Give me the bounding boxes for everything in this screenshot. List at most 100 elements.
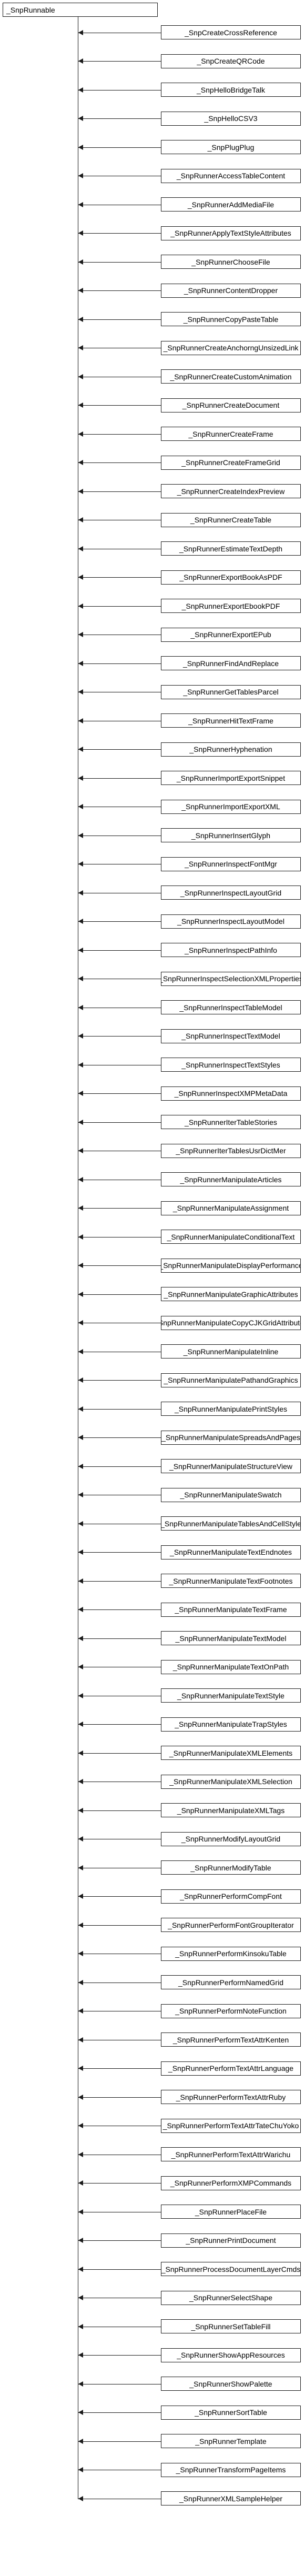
- derived-class-node[interactable]: _SnpRunnerManipulateXMLSelection: [161, 1774, 301, 1789]
- derived-class-node[interactable]: _SnpRunnerManipulateXMLTags: [161, 1803, 301, 1817]
- derived-class-node[interactable]: _SnpRunnerInspectLayoutGrid: [161, 886, 301, 900]
- derived-class-node[interactable]: _SnpRunnerCreateCustomAnimation: [161, 369, 301, 384]
- derived-class-node[interactable]: _SnpRunnerAddMediaFile: [161, 197, 301, 212]
- derived-class-node[interactable]: _SnpRunnerManipulateTrapStyles: [161, 1717, 301, 1732]
- derived-class-node[interactable]: _SnpRunnerSelectShape: [161, 2290, 301, 2305]
- derived-class-node[interactable]: _SnpRunnerPerformTextAttrWarichu: [161, 2147, 301, 2161]
- inheritance-branch-line: [78, 2412, 161, 2413]
- derived-class-node[interactable]: _SnpRunnerManipulateTextStyle: [161, 1688, 301, 1703]
- derived-class-node[interactable]: _SnpRunnerManipulateConditionalText: [161, 1230, 301, 1244]
- derived-class-node[interactable]: _SnpRunnerInspectTextModel: [161, 1029, 301, 1043]
- derived-class-node[interactable]: _SnpRunnerTransformPageItems: [161, 2462, 301, 2477]
- derived-class-node[interactable]: _SnpRunnerInsertGlyph: [161, 828, 301, 842]
- root-class-node[interactable]: _SnpRunnable: [3, 3, 158, 17]
- derived-class-node[interactable]: _SnpRunnerManipulateSwatch: [161, 1487, 301, 1502]
- derived-class-node[interactable]: _SnpRunnerPerformCompFont: [161, 1889, 301, 1904]
- derived-class-node[interactable]: _SnpRunnerManipulatePathandGraphics: [161, 1373, 301, 1387]
- derived-class-node[interactable]: _SnpRunnerSortTable: [161, 2405, 301, 2420]
- derived-class-node[interactable]: _SnpRunnerManipulateXMLElements: [161, 1746, 301, 1760]
- derived-class-node[interactable]: _SnpRunnerInspectLayoutModel: [161, 914, 301, 929]
- derived-class-node[interactable]: _SnpRunnerCopyPasteTable: [161, 312, 301, 326]
- derived-class-node[interactable]: _SnpRunnerManipulateTextFootnotes: [161, 1574, 301, 1588]
- derived-class-node[interactable]: _SnpRunnerInspectSelectionXMLProperties: [161, 971, 301, 986]
- derived-class-node[interactable]: _SnpRunnerPrintDocument: [161, 2233, 301, 2248]
- derived-class-node[interactable]: _SnpHelloBridgeTalk: [161, 83, 301, 97]
- derived-class-node[interactable]: _SnpRunnerModifyTable: [161, 1860, 301, 1875]
- derived-class-node[interactable]: _SnpPlugPlug: [161, 140, 301, 154]
- derived-class-label: _SnpRunnerShowAppResources: [177, 2351, 285, 2359]
- derived-class-node[interactable]: _SnpRunnerExportBookAsPDF: [161, 570, 301, 585]
- derived-class-node[interactable]: _SnpRunnerManipulateGraphicAttributes: [161, 1287, 301, 1301]
- derived-class-node[interactable]: _SnpRunnerModifyLayoutGrid: [161, 1832, 301, 1846]
- derived-class-node[interactable]: _SnpRunnerPerformTextAttrTateChuYoko: [161, 2118, 301, 2133]
- derived-class-node[interactable]: _SnpRunnerFindAndReplace: [161, 656, 301, 670]
- derived-class-node[interactable]: _SnpRunnerPerformNoteFunction: [161, 2004, 301, 2018]
- derived-class-node[interactable]: _SnpRunnerIterTablesUsrDictMer: [161, 1143, 301, 1158]
- derived-class-node[interactable]: _SnpRunnerManipulateTextModel: [161, 1631, 301, 1645]
- derived-class-node[interactable]: _SnpRunnerManipulateTextFrame: [161, 1602, 301, 1617]
- derived-class-node[interactable]: _SnpRunnerInspectXMPMetaData: [161, 1086, 301, 1101]
- derived-class-node[interactable]: _SnpRunnerShowPalette: [161, 2377, 301, 2391]
- derived-class-label: _SnpRunnerSetTableFill: [191, 2322, 271, 2331]
- derived-class-node[interactable]: _SnpRunnerExportEbookPDF: [161, 599, 301, 613]
- derived-class-node[interactable]: _SnpRunnerPlaceFile: [161, 2205, 301, 2219]
- derived-class-node[interactable]: _SnpRunnerChooseFile: [161, 255, 301, 269]
- derived-class-node[interactable]: _SnpRunnerCreateFrameGrid: [161, 455, 301, 470]
- derived-class-node[interactable]: _SnpRunnerCreateFrame: [161, 427, 301, 441]
- derived-class-node[interactable]: _SnpRunnerTemplate: [161, 2434, 301, 2448]
- derived-class-node[interactable]: _SnpCreateCrossReference: [161, 25, 301, 39]
- derived-class-node[interactable]: _SnpRunnerManipulateCopyCJKGridAttribute…: [161, 1315, 301, 1330]
- inheritance-arrow-icon: [78, 689, 83, 695]
- derived-class-node[interactable]: _SnpRunnerApplyTextStyleAttributes: [161, 226, 301, 240]
- derived-class-node[interactable]: _SnpRunnerManipulateSpreadsAndPages: [161, 1430, 301, 1445]
- derived-class-node[interactable]: _SnpRunnerGetTablesParcel: [161, 685, 301, 699]
- derived-class-node[interactable]: _SnpRunnerAccessTableContent: [161, 168, 301, 183]
- derived-class-node[interactable]: _SnpRunnerManipulateTextEndnotes: [161, 1545, 301, 1559]
- derived-class-node[interactable]: _SnpRunnerContentDropper: [161, 283, 301, 298]
- derived-class-node[interactable]: _SnpRunnerInspectTableModel: [161, 1000, 301, 1014]
- derived-class-node[interactable]: _SnpRunnerManipulateTextOnPath: [161, 1659, 301, 1674]
- derived-class-node[interactable]: _SnpRunnerPerformKinsokuTable: [161, 1946, 301, 1961]
- derived-class-node[interactable]: _SnpRunnerHitTextFrame: [161, 713, 301, 728]
- derived-class-node[interactable]: _SnpRunnerCreateTable: [161, 512, 301, 527]
- derived-class-node[interactable]: _SnpRunnerShowAppResources: [161, 2348, 301, 2362]
- derived-class-node[interactable]: _SnpRunnerHyphenation: [161, 742, 301, 757]
- derived-class-node[interactable]: _SnpRunnerInspectFontMgr: [161, 857, 301, 871]
- derived-class-node[interactable]: _SnpRunnerManipulateArticles: [161, 1172, 301, 1186]
- derived-class-node[interactable]: _SnpRunnerPerformTextAttrLanguage: [161, 2061, 301, 2076]
- derived-class-node[interactable]: _SnpRunnerCreateDocument: [161, 398, 301, 412]
- derived-class-node[interactable]: _SnpRunnerProcessDocumentLayerCmds: [161, 2262, 301, 2276]
- derived-class-node[interactable]: _SnpRunnerPerformFontGroupIterator: [161, 1918, 301, 1932]
- derived-class-node[interactable]: _SnpRunnerManipulateAssignment: [161, 1201, 301, 1215]
- derived-class-node[interactable]: _SnpRunnerExportEPub: [161, 627, 301, 642]
- derived-class-node[interactable]: _SnpRunnerManipulatePrintStyles: [161, 1402, 301, 1416]
- derived-class-node[interactable]: _SnpRunnerManipulateDisplayPerformance: [161, 1258, 301, 1273]
- derived-class-node[interactable]: _SnpCreateQRCode: [161, 54, 301, 68]
- derived-class-node[interactable]: _SnpRunnerXMLSampleHelper: [161, 2491, 301, 2505]
- derived-class-label: _SnpRunnerManipulateXMLTags: [177, 1806, 285, 1815]
- derived-class-node[interactable]: _SnpRunnerPerformTextAttrRuby: [161, 2090, 301, 2104]
- derived-class-node[interactable]: _SnpRunnerInspectTextStyles: [161, 1058, 301, 1072]
- derived-class-node[interactable]: _SnpRunnerCreateAnchorngUnsizedLink: [161, 340, 301, 355]
- inheritance-branch-line: [78, 1294, 161, 1295]
- derived-class-node[interactable]: _SnpRunnerPerformXMPCommands: [161, 2176, 301, 2190]
- derived-class-node[interactable]: _SnpRunnerImportExportSnippet: [161, 771, 301, 785]
- derived-class-node[interactable]: _SnpRunnerManipulateStructureView: [161, 1459, 301, 1473]
- derived-class-node[interactable]: _SnpRunnerIterTableStories: [161, 1115, 301, 1129]
- inheritance-arrow-icon: [78, 1406, 83, 1412]
- derived-class-label: _SnpRunnerContentDropper: [184, 286, 278, 295]
- inheritance-arrow-icon: [78, 145, 83, 150]
- inheritance-arrow-icon: [78, 1263, 83, 1268]
- derived-class-node[interactable]: _SnpRunnerInspectPathInfo: [161, 943, 301, 957]
- derived-class-node[interactable]: _SnpRunnerCreateIndexPreview: [161, 484, 301, 498]
- derived-class-node[interactable]: _SnpRunnerImportExportXML: [161, 799, 301, 814]
- derived-class-node[interactable]: _SnpRunnerPerformNamedGrid: [161, 1975, 301, 1989]
- inheritance-branch-line: [78, 61, 161, 62]
- inheritance-branch-line: [78, 1208, 161, 1209]
- derived-class-node[interactable]: _SnpRunnerPerformTextAttrKenten: [161, 2032, 301, 2047]
- derived-class-node[interactable]: _SnpRunnerManipulateTablesAndCellStyle: [161, 1516, 301, 1531]
- derived-class-node[interactable]: _SnpRunnerManipulateInline: [161, 1344, 301, 1359]
- derived-class-node[interactable]: _SnpRunnerEstimateTextDepth: [161, 541, 301, 556]
- derived-class-node[interactable]: _SnpHelloCSV3: [161, 111, 301, 126]
- derived-class-node[interactable]: _SnpRunnerSetTableFill: [161, 2319, 301, 2333]
